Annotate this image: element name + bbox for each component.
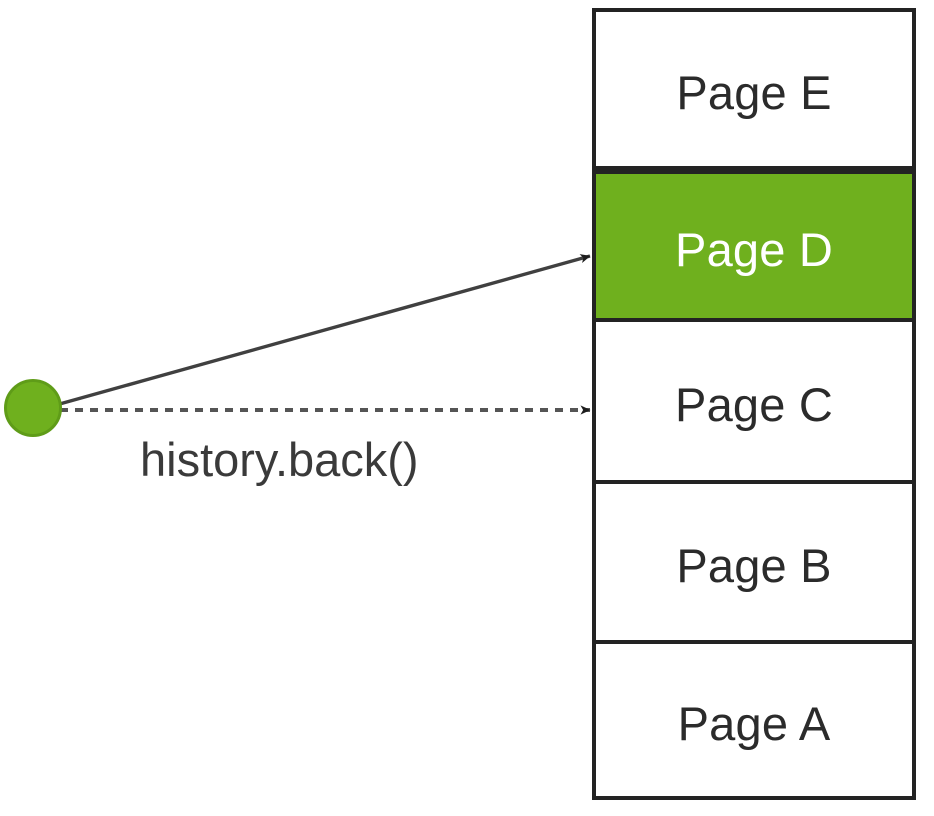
current-position-dot[interactable] <box>4 379 62 437</box>
stack-cell-page-e[interactable]: Page E <box>596 12 912 170</box>
history-back-label: history.back() <box>140 433 419 486</box>
stack-cell-label: Page B <box>676 538 832 592</box>
stack-cell-label: Page D <box>675 222 833 276</box>
stack-cell-page-d[interactable]: Page D <box>596 170 912 322</box>
stack-cell-label: Page C <box>675 377 833 431</box>
history-stack: Page E Page D Page C Page B Page A <box>592 8 916 800</box>
stack-cell-page-b[interactable]: Page B <box>596 484 912 644</box>
stack-cell-page-a[interactable]: Page A <box>596 644 912 796</box>
stack-cell-label: Page E <box>676 65 832 119</box>
stack-cell-page-c[interactable]: Page C <box>596 322 912 484</box>
stack-cell-label: Page A <box>677 696 831 750</box>
edge-current-solid <box>55 254 591 407</box>
